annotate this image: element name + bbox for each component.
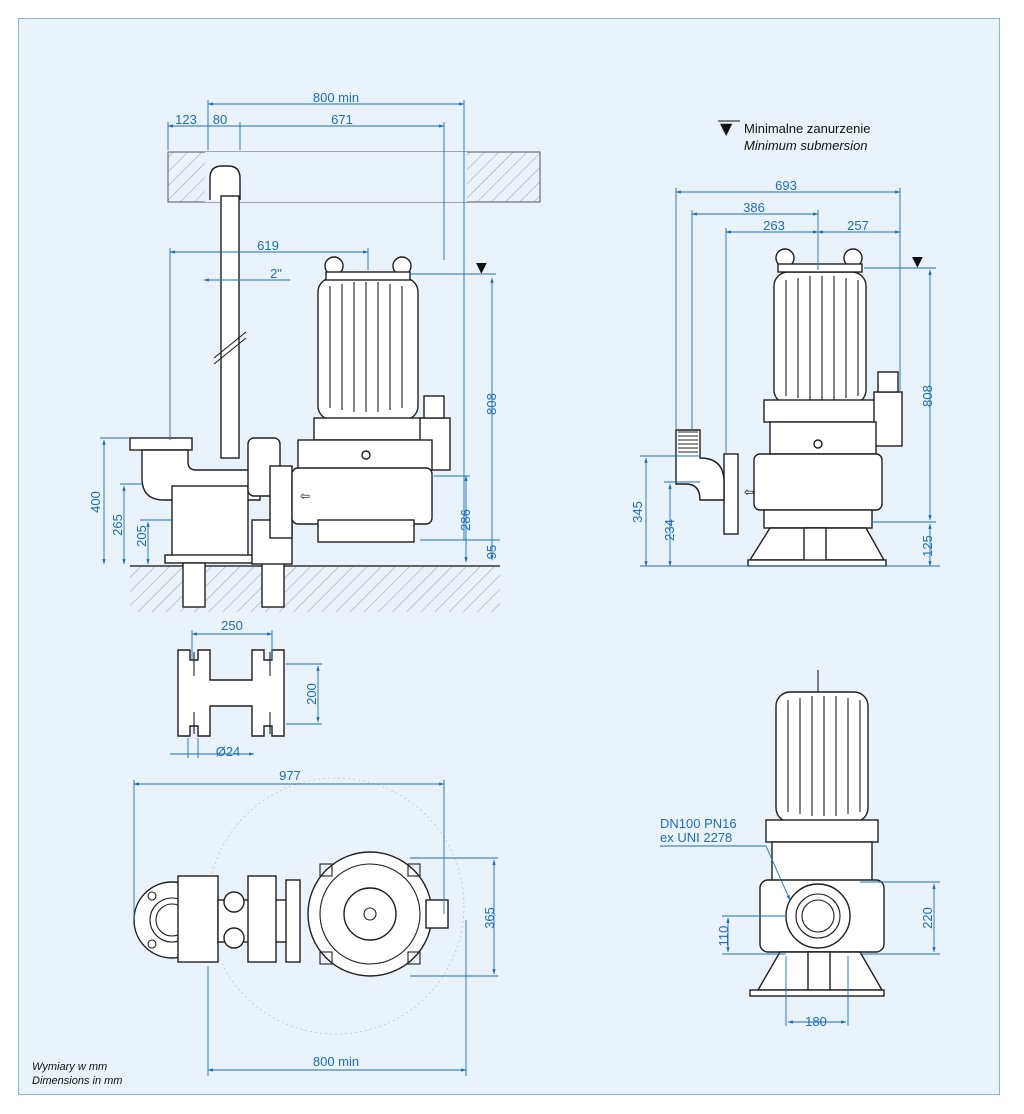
discharge-flange bbox=[129, 437, 193, 451]
dim-220: 220 bbox=[920, 907, 935, 929]
dim-808-front: 808 bbox=[920, 385, 935, 407]
dim-693: 693 bbox=[775, 178, 797, 193]
svg-text:⇦: ⇦ bbox=[744, 485, 754, 499]
submersion-legend-icon: ▼ bbox=[720, 119, 733, 138]
stand-view: DN100 PN16 ex UNI 2278 220 110 180 bbox=[660, 670, 940, 1029]
cable-gland bbox=[423, 395, 445, 419]
dim-123: 123 bbox=[175, 112, 197, 127]
motor-housing-stand bbox=[775, 691, 869, 823]
dim-808-side: 808 bbox=[484, 393, 499, 415]
dim-257: 257 bbox=[847, 218, 869, 233]
guide-pipe-bend bbox=[209, 165, 241, 200]
pump-flange bbox=[269, 465, 293, 539]
dim-2-inch: 2" bbox=[270, 266, 282, 281]
anchor-plate bbox=[177, 649, 285, 737]
dim-diameter-24: Ø24 bbox=[216, 744, 241, 759]
anchor-bolt-left bbox=[182, 562, 206, 608]
submersion-legend: ▼ Minimalne zanurzenie Minimum submersio… bbox=[718, 119, 870, 153]
dim-205: 205 bbox=[134, 525, 149, 547]
dim-125: 125 bbox=[920, 535, 935, 557]
dim-265: 265 bbox=[110, 514, 125, 536]
submersion-symbol-side: ▼ bbox=[476, 260, 487, 276]
anchor-plate-view: 250 200 Ø24 bbox=[170, 618, 322, 759]
dim-110: 110 bbox=[716, 926, 731, 947]
front-view: ⇦ 693 386 263 257 ▼ 808 125 345 bbox=[630, 178, 940, 567]
dim-80: 80 bbox=[213, 112, 227, 127]
flange-spec-line1: DN100 PN16 bbox=[660, 816, 737, 831]
dim-671: 671 bbox=[331, 112, 353, 127]
submersion-symbol-front: ▼ bbox=[912, 254, 923, 270]
motor-housing-front bbox=[773, 271, 867, 405]
dim-800-min-side: 800 min bbox=[313, 90, 359, 105]
dim-800-min-plan: 800 min bbox=[313, 1054, 359, 1069]
cable-box-plan bbox=[425, 899, 449, 929]
side-view: ⇦ 800 min 123 80 671 619 2" ▼ 808 bbox=[88, 90, 541, 612]
motor-housing bbox=[317, 277, 419, 421]
dim-95: 95 bbox=[484, 545, 499, 559]
dim-386: 386 bbox=[743, 200, 765, 215]
dim-619: 619 bbox=[257, 238, 279, 253]
dim-200: 200 bbox=[304, 683, 319, 705]
dim-263: 263 bbox=[763, 218, 785, 233]
dim-180: 180 bbox=[805, 1014, 827, 1029]
dim-286: 286 bbox=[458, 509, 473, 531]
guide-pipe bbox=[220, 195, 240, 459]
plan-view: 977 365 800 min bbox=[133, 768, 498, 1076]
dim-345: 345 bbox=[630, 501, 645, 523]
dim-400: 400 bbox=[88, 491, 103, 513]
pump-volute-front bbox=[753, 453, 883, 511]
dim-365: 365 bbox=[482, 907, 497, 929]
legend-submersion-pl: Minimalne zanurzenie bbox=[744, 121, 870, 136]
svg-text:⇦: ⇦ bbox=[300, 489, 310, 503]
dim-234: 234 bbox=[662, 519, 677, 541]
duckfoot-base bbox=[171, 485, 249, 559]
legend-submersion-en: Minimum submersion bbox=[744, 138, 868, 153]
dim-977: 977 bbox=[279, 768, 301, 783]
pump-volute bbox=[291, 467, 433, 525]
dim-250: 250 bbox=[221, 618, 243, 633]
flange-spec-line2: ex UNI 2278 bbox=[660, 830, 732, 845]
units-note-en: Dimensions in mm bbox=[32, 1075, 122, 1087]
units-note-pl: Wymiary w mm bbox=[32, 1061, 107, 1073]
anchor-bolt-right bbox=[261, 562, 285, 608]
